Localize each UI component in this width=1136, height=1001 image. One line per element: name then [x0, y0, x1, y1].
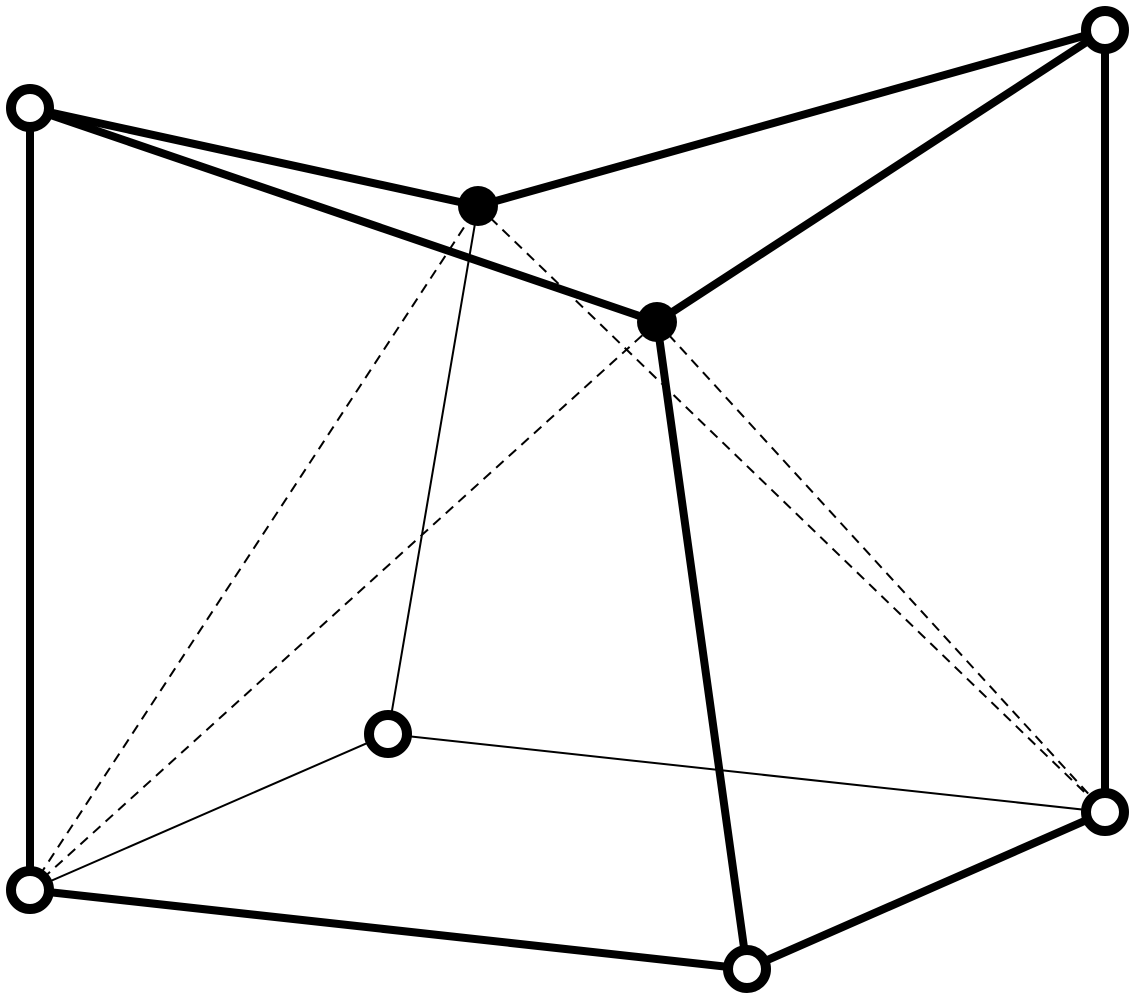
edge-c-e-thin: [387, 205, 479, 735]
edge-f-e-thin: [29, 733, 389, 891]
vertex-open-f: [6, 866, 54, 914]
vertex-filled-d: [637, 302, 677, 342]
edge-d-g-dashed: [656, 321, 1106, 813]
edge-f-h-thick: [26, 886, 751, 973]
vertex-open-b: [1081, 6, 1129, 54]
edge-a-d-thick: [26, 104, 661, 326]
edge-f-d-dashed: [29, 321, 658, 891]
edge-c-b-thick: [474, 26, 1109, 210]
edge-d-h-thick: [653, 318, 751, 973]
nodes-layer: [6, 6, 1129, 993]
vertex-open-h: [723, 945, 771, 993]
edges-layer: [26, 26, 1109, 973]
vertex-open-a: [6, 84, 54, 132]
edge-d-b-thick: [653, 26, 1109, 326]
vertex-open-g: [1081, 788, 1129, 836]
edge-f-c-dashed: [29, 205, 479, 891]
edge-h-g-thick: [743, 808, 1109, 973]
edge-e-g-thin: [387, 733, 1106, 813]
edge-a-c-thick: [26, 104, 482, 210]
vertex-filled-c: [458, 186, 498, 226]
vertex-open-e: [364, 710, 412, 758]
edge-c-g-dashed: [477, 205, 1106, 813]
